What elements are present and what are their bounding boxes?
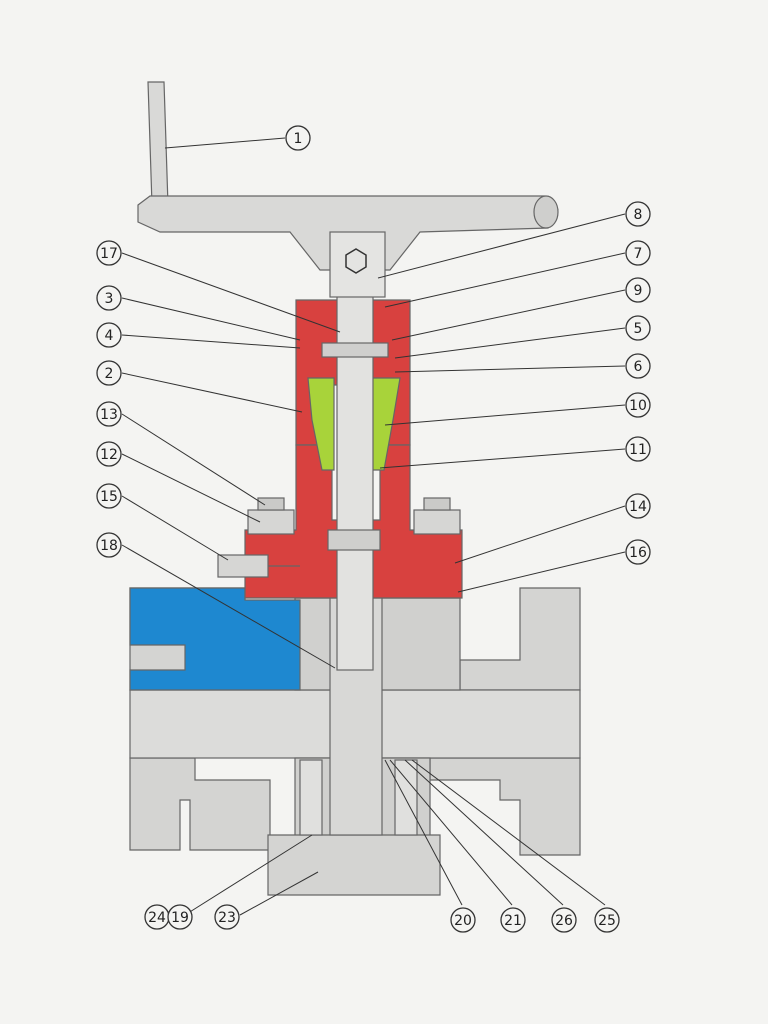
callout-23: 23 — [214, 904, 240, 930]
svg-text:14: 14 — [629, 499, 647, 515]
svg-text:11: 11 — [629, 442, 647, 458]
callout-5: 5 — [625, 315, 651, 341]
svg-text:2: 2 — [105, 366, 114, 382]
callout-1: 1 — [285, 125, 311, 151]
right-nut — [413, 497, 461, 535]
svg-text:17: 17 — [100, 246, 118, 262]
callout-13: 13 — [96, 401, 122, 427]
svg-text:4: 4 — [105, 328, 114, 344]
handwheel-handle — [147, 81, 169, 206]
svg-text:1: 1 — [294, 131, 303, 147]
callout-26: 26 — [551, 907, 577, 933]
callout-2: 2 — [96, 360, 122, 386]
svg-text:24: 24 — [148, 910, 166, 926]
callout-19: 19 — [167, 904, 193, 930]
callout-20: 20 — [450, 907, 476, 933]
svg-text:25: 25 — [598, 913, 616, 929]
callout-3: 3 — [96, 285, 122, 311]
stem-collar — [321, 342, 389, 358]
callout-12: 12 — [96, 441, 122, 467]
handwheel-hub — [329, 231, 386, 298]
callout-4: 4 — [96, 322, 122, 348]
svg-text:26: 26 — [555, 913, 573, 929]
svg-text:12: 12 — [100, 447, 118, 463]
svg-text:23: 23 — [218, 910, 236, 926]
callout-16: 16 — [625, 539, 651, 565]
svg-text:21: 21 — [504, 913, 522, 929]
callout-15: 15 — [96, 483, 122, 509]
right-flange-lower — [429, 757, 581, 856]
svg-text:3: 3 — [105, 291, 114, 307]
svg-text:18: 18 — [100, 538, 118, 554]
callout-10: 10 — [625, 392, 651, 418]
stem-coupling — [327, 529, 381, 551]
svg-text:8: 8 — [634, 207, 643, 223]
svg-text:9: 9 — [634, 283, 643, 299]
svg-text:13: 13 — [100, 407, 118, 423]
handwheel — [137, 81, 559, 298]
bottom-cap — [267, 834, 441, 896]
left-nut — [247, 497, 295, 535]
packing-left — [307, 377, 335, 471]
callout-21: 21 — [500, 907, 526, 933]
svg-text:6: 6 — [634, 359, 643, 375]
svg-text:15: 15 — [100, 489, 118, 505]
svg-text:7: 7 — [634, 246, 643, 262]
svg-text:10: 10 — [629, 398, 647, 414]
callout-14: 14 — [625, 493, 651, 519]
callout-24: 24 — [144, 904, 170, 930]
grease-fitting — [217, 554, 300, 578]
seat-left — [299, 759, 323, 836]
callout-8: 8 — [625, 201, 651, 227]
svg-text:19: 19 — [171, 910, 189, 926]
svg-text:5: 5 — [634, 321, 643, 337]
blue-body-section — [129, 587, 301, 691]
svg-text:20: 20 — [454, 913, 472, 929]
svg-text:16: 16 — [629, 545, 647, 561]
callout-7: 7 — [625, 240, 651, 266]
stem — [336, 269, 374, 671]
valve-body — [129, 587, 581, 896]
left-flange-lower — [129, 757, 271, 851]
callout-11: 11 — [625, 436, 651, 462]
seat-right — [394, 759, 418, 836]
callout-25: 25 — [594, 907, 620, 933]
callout-18: 18 — [96, 532, 122, 558]
callout-17: 17 — [96, 240, 122, 266]
hex-nut-icon — [345, 248, 367, 274]
callout-9: 9 — [625, 277, 651, 303]
leader-lines — [121, 137, 626, 916]
right-flange — [459, 587, 581, 691]
callout-6: 6 — [625, 353, 651, 379]
